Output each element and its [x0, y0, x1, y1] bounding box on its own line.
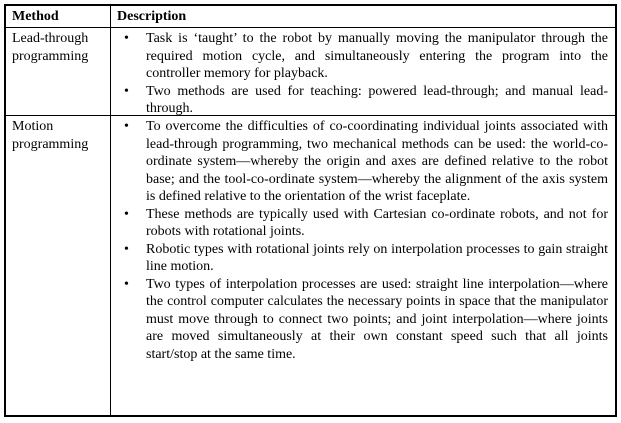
bullet-item: • To overcome the difficulties of co-coo… [111, 118, 615, 206]
bullet-icon: • [124, 83, 129, 99]
bullet-text: Two methods are used for teaching: power… [146, 83, 608, 116]
bullet-icon: • [124, 276, 129, 292]
header-cell-method: Method [6, 6, 111, 28]
bullet-text: To overcome the difficulties of co-coord… [146, 119, 608, 204]
bullet-item: • Task is ‘taught’ to the robot by manua… [111, 30, 615, 83]
description-cell-motion: • To overcome the difficulties of co-coo… [111, 116, 615, 415]
bullet-text: Task is ‘taught’ to the robot by manuall… [146, 31, 608, 81]
method-cell-motion: Motion programming [6, 116, 111, 415]
header-cell-description: Description [111, 6, 615, 28]
bullet-text: These methods are typically used with Ca… [146, 206, 608, 240]
bullet-item: • Two types of interpolation processes a… [111, 276, 615, 364]
bullet-item: • Two methods are used for teaching: pow… [111, 83, 615, 116]
bullet-icon: • [124, 241, 129, 257]
bullet-icon: • [124, 31, 129, 46]
method-description-table: Method Description Lead-through programm… [4, 4, 617, 417]
bullet-item: • Robotic types with rotational joints r… [111, 241, 615, 276]
bullet-text: Robotic types with rotational joints rel… [146, 241, 608, 275]
bullet-text: Two types of interpolation processes are… [146, 276, 608, 362]
description-cell-lead-through: • Task is ‘taught’ to the robot by manua… [111, 28, 615, 116]
method-cell-lead-through: Lead-through programming [6, 28, 111, 116]
bullet-item: • These methods are typically used with … [111, 206, 615, 241]
bullet-icon: • [124, 119, 129, 134]
bullet-icon: • [124, 206, 129, 222]
